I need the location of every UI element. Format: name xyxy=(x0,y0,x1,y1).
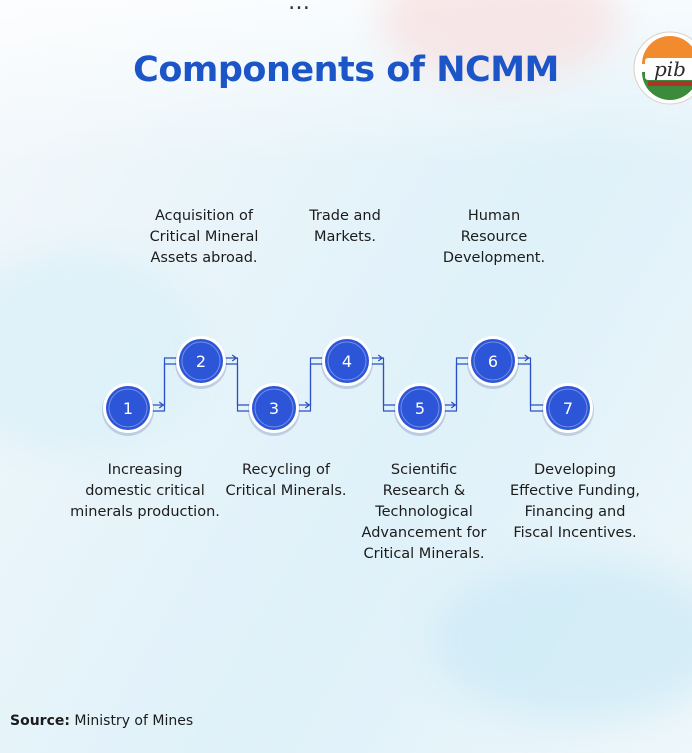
cropped-top-text: … xyxy=(288,0,311,15)
component-number-1: 1 xyxy=(123,399,133,418)
connector-arrow-6 xyxy=(515,354,546,412)
connector-arrow-4 xyxy=(369,354,398,412)
source-label: Source: xyxy=(10,713,70,729)
logo-text: pib xyxy=(654,57,686,81)
component-label-2: Acquisition of Critical Mineral Assets a… xyxy=(149,208,259,266)
component-number-6: 6 xyxy=(488,352,498,371)
node-group: 1 2 3 4 5 6 7 xyxy=(102,336,594,436)
background-blob xyxy=(0,250,200,450)
page-title: Components of NCMM xyxy=(133,50,559,90)
component-node-4: 4 xyxy=(321,336,373,389)
component-number-7: 7 xyxy=(563,399,573,418)
component-number-3: 3 xyxy=(269,399,279,418)
connector-group xyxy=(150,354,546,412)
component-label-3: Recycling of Critical Minerals. xyxy=(225,462,347,499)
background-blob xyxy=(430,560,692,720)
connector-arrow-5 xyxy=(442,357,471,412)
source-value: Ministry of Mines xyxy=(69,713,194,729)
component-node-6: 6 xyxy=(467,336,519,389)
component-node-3: 3 xyxy=(248,383,300,436)
connector-arrow-1 xyxy=(150,357,179,412)
component-node-7: 7 xyxy=(542,383,594,436)
component-label-5: Scientific Research & Technological Adva… xyxy=(361,462,487,562)
component-node-2: 2 xyxy=(175,336,227,389)
connector-arrow-3 xyxy=(296,357,325,412)
component-number-2: 2 xyxy=(196,352,206,371)
pib-logo-icon: pib xyxy=(633,31,692,105)
component-label-1: Increasing domestic critical minerals pr… xyxy=(70,462,220,520)
component-label-7: Developing Effective Funding, Financing … xyxy=(509,462,641,541)
component-label-4: Trade and Markets. xyxy=(309,208,381,245)
component-number-5: 5 xyxy=(415,399,425,418)
component-node-5: 5 xyxy=(394,383,446,436)
component-number-4: 4 xyxy=(342,352,352,371)
source-note: Source: Ministry of Mines xyxy=(10,713,193,729)
connector-arrow-2 xyxy=(223,354,252,412)
component-label-6: Human Resource Development. xyxy=(442,208,546,266)
component-node-1: 1 xyxy=(102,383,154,436)
